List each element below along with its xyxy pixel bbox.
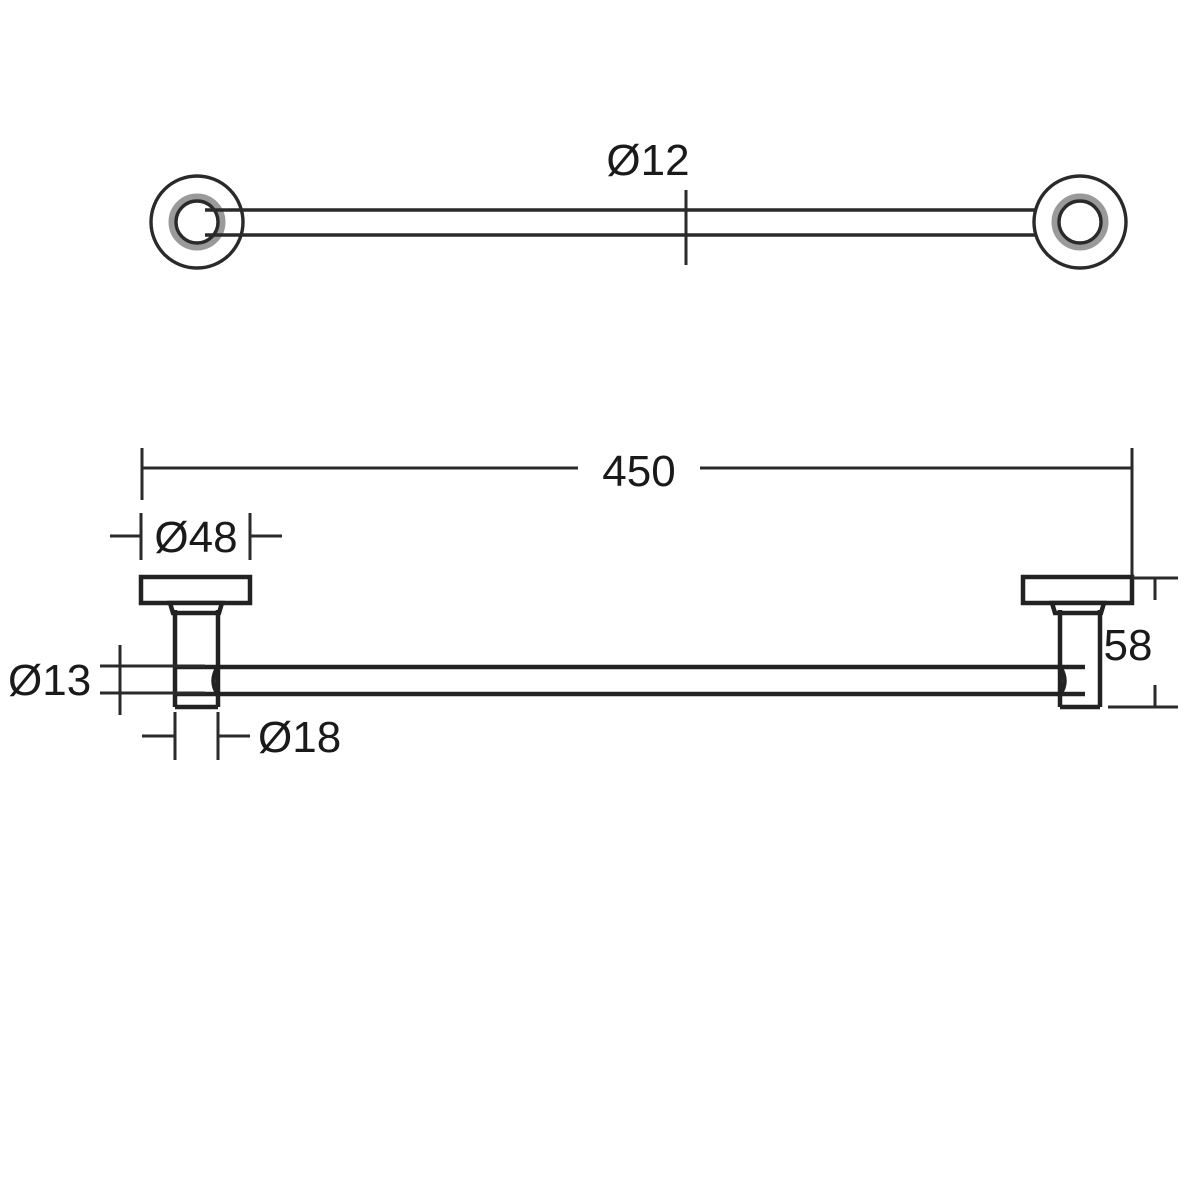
dia-13-label: Ø13 (8, 656, 91, 705)
post-circle-right (1057, 199, 1103, 245)
dimension-len-450: 450 (140, 447, 1134, 500)
top-view-rail-tube (205, 208, 1072, 237)
dimension-dia-48: Ø48 (110, 513, 282, 562)
depth-58-label: 58 (1104, 621, 1153, 670)
dia-48-label: Ø48 (154, 513, 237, 562)
flange-shadow-ring-right (1051, 193, 1109, 251)
dimension-dia-13: Ø13 (8, 645, 205, 715)
rail-fillet-left (211, 665, 220, 696)
dia-18-label: Ø18 (258, 713, 341, 762)
flange-shadow-ring-left (168, 193, 226, 251)
wall-flange-plate-left (138, 574, 253, 606)
len-450-label: 450 (602, 447, 675, 496)
front-view-right-post-assembly (1020, 574, 1135, 710)
flange-collar-left (166, 600, 226, 616)
top-view-right-flange (1032, 174, 1128, 270)
top-view-group: Ø12 (149, 136, 1128, 270)
dia-12-label: Ø12 (606, 136, 689, 185)
dimension-dia-12: Ø12 (606, 136, 690, 265)
front-view-rail-tube (175, 664, 1085, 697)
dimension-depth-58: 58 (1104, 576, 1178, 709)
top-view-left-flange (149, 174, 245, 270)
wall-flange-plate-right (1020, 574, 1135, 606)
front-view-left-post-assembly (138, 574, 253, 710)
dimension-dia-18: Ø18 (142, 712, 341, 762)
front-view-group: 450 Ø48 (8, 447, 1178, 762)
